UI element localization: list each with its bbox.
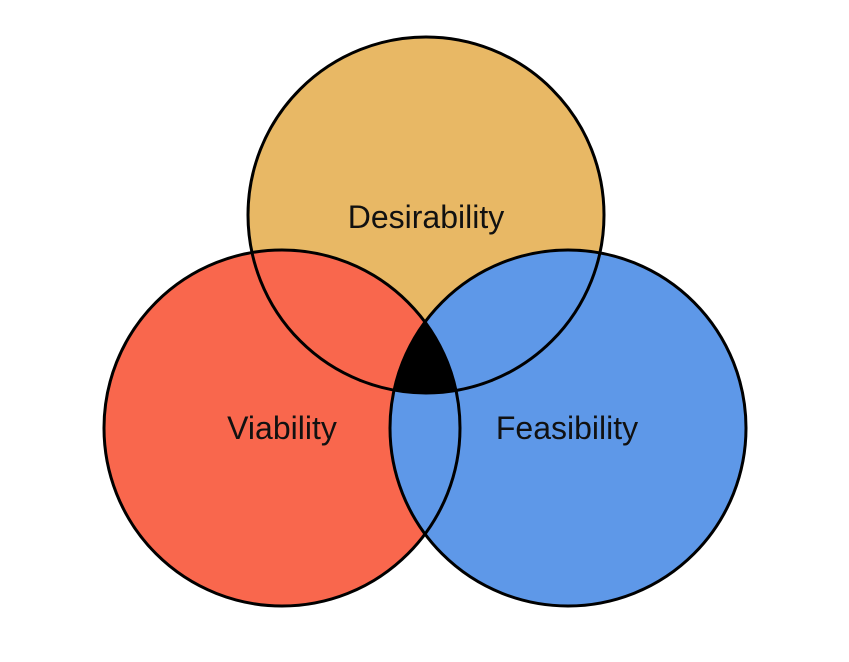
feasibility-circle	[390, 250, 746, 606]
desirability-label: Desirability	[348, 199, 504, 235]
desirability-outline	[246, 35, 606, 395]
feasibility-outline	[388, 248, 748, 608]
viability-circle	[104, 250, 460, 606]
feasibility-label: Feasibility	[496, 410, 638, 446]
viability-outline	[102, 248, 462, 608]
viability-label: Viability	[227, 410, 337, 446]
